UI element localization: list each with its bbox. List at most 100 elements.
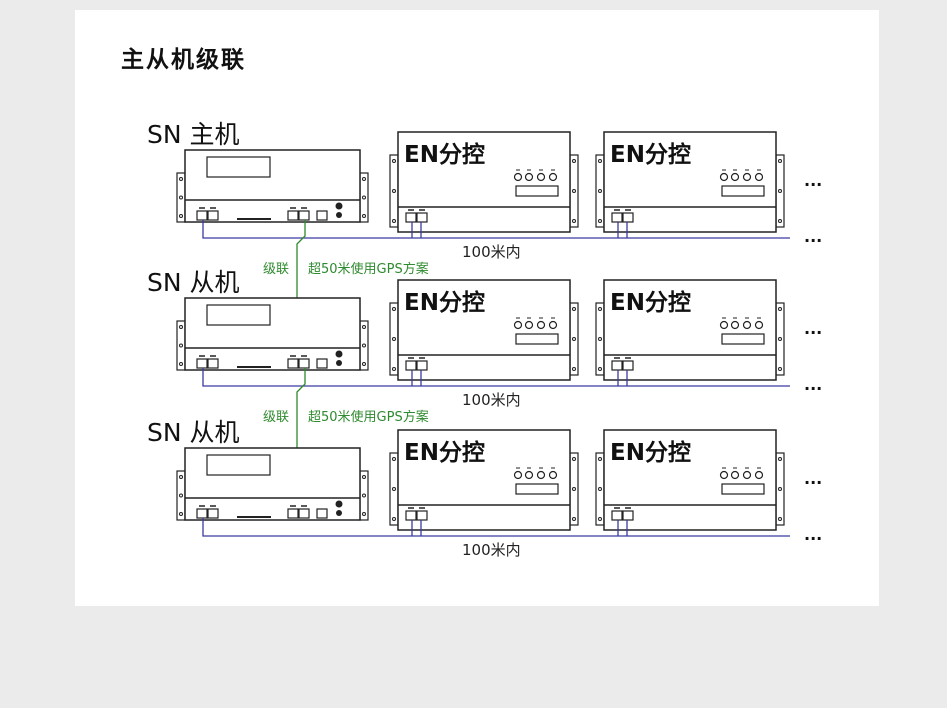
- indicator-led: [730, 320, 740, 330]
- mounting-bracket: [595, 452, 605, 526]
- indicator-led: [742, 470, 752, 480]
- screw-hole: [392, 457, 396, 461]
- ethernet-port: [207, 508, 219, 519]
- screw-hole: [179, 325, 183, 329]
- screw-hole: [179, 343, 183, 348]
- screw-hole: [392, 219, 396, 223]
- indicator-led: [719, 470, 729, 480]
- screw-hole: [362, 195, 366, 200]
- screw-hole: [598, 219, 602, 223]
- ethernet-cable: [202, 220, 790, 239]
- screw-hole: [362, 177, 366, 181]
- screw-hole: [572, 189, 576, 193]
- cascade-label: 级联: [263, 410, 289, 425]
- power-socket-icon: [336, 510, 342, 516]
- ethernet-port: [405, 510, 417, 521]
- ethernet-port: [416, 360, 428, 371]
- power-socket-icon: [336, 360, 342, 366]
- mounting-bracket: [595, 302, 605, 376]
- screw-hole: [572, 219, 576, 223]
- ethernet-port: [207, 358, 219, 369]
- screw-hole: [778, 307, 782, 311]
- screw-hole: [362, 512, 366, 516]
- en-display: [515, 185, 559, 197]
- screw-hole: [362, 325, 366, 329]
- screw-hole: [572, 367, 576, 371]
- en-device-label: EN分控: [610, 439, 691, 466]
- screw-hole: [572, 307, 576, 311]
- cascade-label: 级联: [263, 262, 289, 277]
- screw-hole: [362, 362, 366, 366]
- indicator-led: [536, 470, 546, 480]
- en-display: [515, 483, 559, 495]
- ethernet-port: [611, 510, 623, 521]
- screw-hole: [179, 195, 183, 200]
- distance-label: 100米内: [462, 541, 521, 559]
- mounting-bracket: [569, 154, 579, 228]
- ethernet-port: [287, 210, 299, 221]
- screw-hole: [598, 307, 602, 311]
- screw-hole: [179, 362, 183, 366]
- screw-hole: [392, 517, 396, 521]
- ethernet-port: [298, 358, 310, 369]
- indicator-led: [742, 172, 752, 182]
- screw-hole: [778, 337, 782, 341]
- indicator-led: [754, 470, 764, 480]
- ethernet-port: [196, 358, 208, 369]
- serial-connector: [237, 366, 271, 368]
- usb-port: [316, 210, 328, 221]
- continuation-dots: ...: [804, 171, 822, 190]
- en-display: [721, 483, 765, 495]
- indicator-led: [730, 172, 740, 182]
- screw-hole: [572, 159, 576, 163]
- ethernet-port: [416, 510, 428, 521]
- screw-hole: [362, 475, 366, 479]
- screw-hole: [392, 189, 396, 193]
- ethernet-port: [287, 508, 299, 519]
- page-title: 主从机级联: [121, 47, 246, 73]
- mounting-bracket: [775, 452, 785, 526]
- ethernet-port: [622, 360, 634, 371]
- screw-hole: [598, 367, 602, 371]
- indicator-led: [524, 470, 534, 480]
- distance-label: 100米内: [462, 243, 521, 261]
- en-device-label: EN分控: [610, 141, 691, 168]
- indicator-led: [742, 320, 752, 330]
- ethernet-port: [298, 210, 310, 221]
- screw-hole: [179, 177, 183, 181]
- en-device-label: EN分控: [404, 289, 485, 316]
- ethernet-port: [611, 212, 623, 223]
- ethernet-port: [196, 210, 208, 221]
- screw-hole: [572, 457, 576, 461]
- mounting-bracket: [389, 302, 399, 376]
- lcd-display: [206, 304, 271, 326]
- indicator-led: [513, 172, 523, 182]
- ethernet-port: [298, 508, 310, 519]
- screw-hole: [362, 343, 366, 348]
- indicator-led: [524, 320, 534, 330]
- screw-hole: [778, 487, 782, 491]
- indicator-led: [548, 320, 558, 330]
- screw-hole: [778, 367, 782, 371]
- mounting-bracket: [389, 154, 399, 228]
- indicator-led: [730, 470, 740, 480]
- mounting-bracket: [569, 302, 579, 376]
- continuation-dots: ...: [804, 375, 822, 394]
- screw-hole: [572, 487, 576, 491]
- indicator-led: [513, 470, 523, 480]
- ethernet-port: [622, 510, 634, 521]
- indicator-led: [719, 320, 729, 330]
- en-display: [721, 185, 765, 197]
- power-switch-icon: [335, 500, 343, 508]
- mounting-bracket: [389, 452, 399, 526]
- ethernet-port: [287, 358, 299, 369]
- screw-hole: [598, 457, 602, 461]
- ethernet-port: [405, 212, 417, 223]
- mounting-bracket: [569, 452, 579, 526]
- mounting-bracket: [775, 302, 785, 376]
- continuation-dots: ...: [804, 525, 822, 544]
